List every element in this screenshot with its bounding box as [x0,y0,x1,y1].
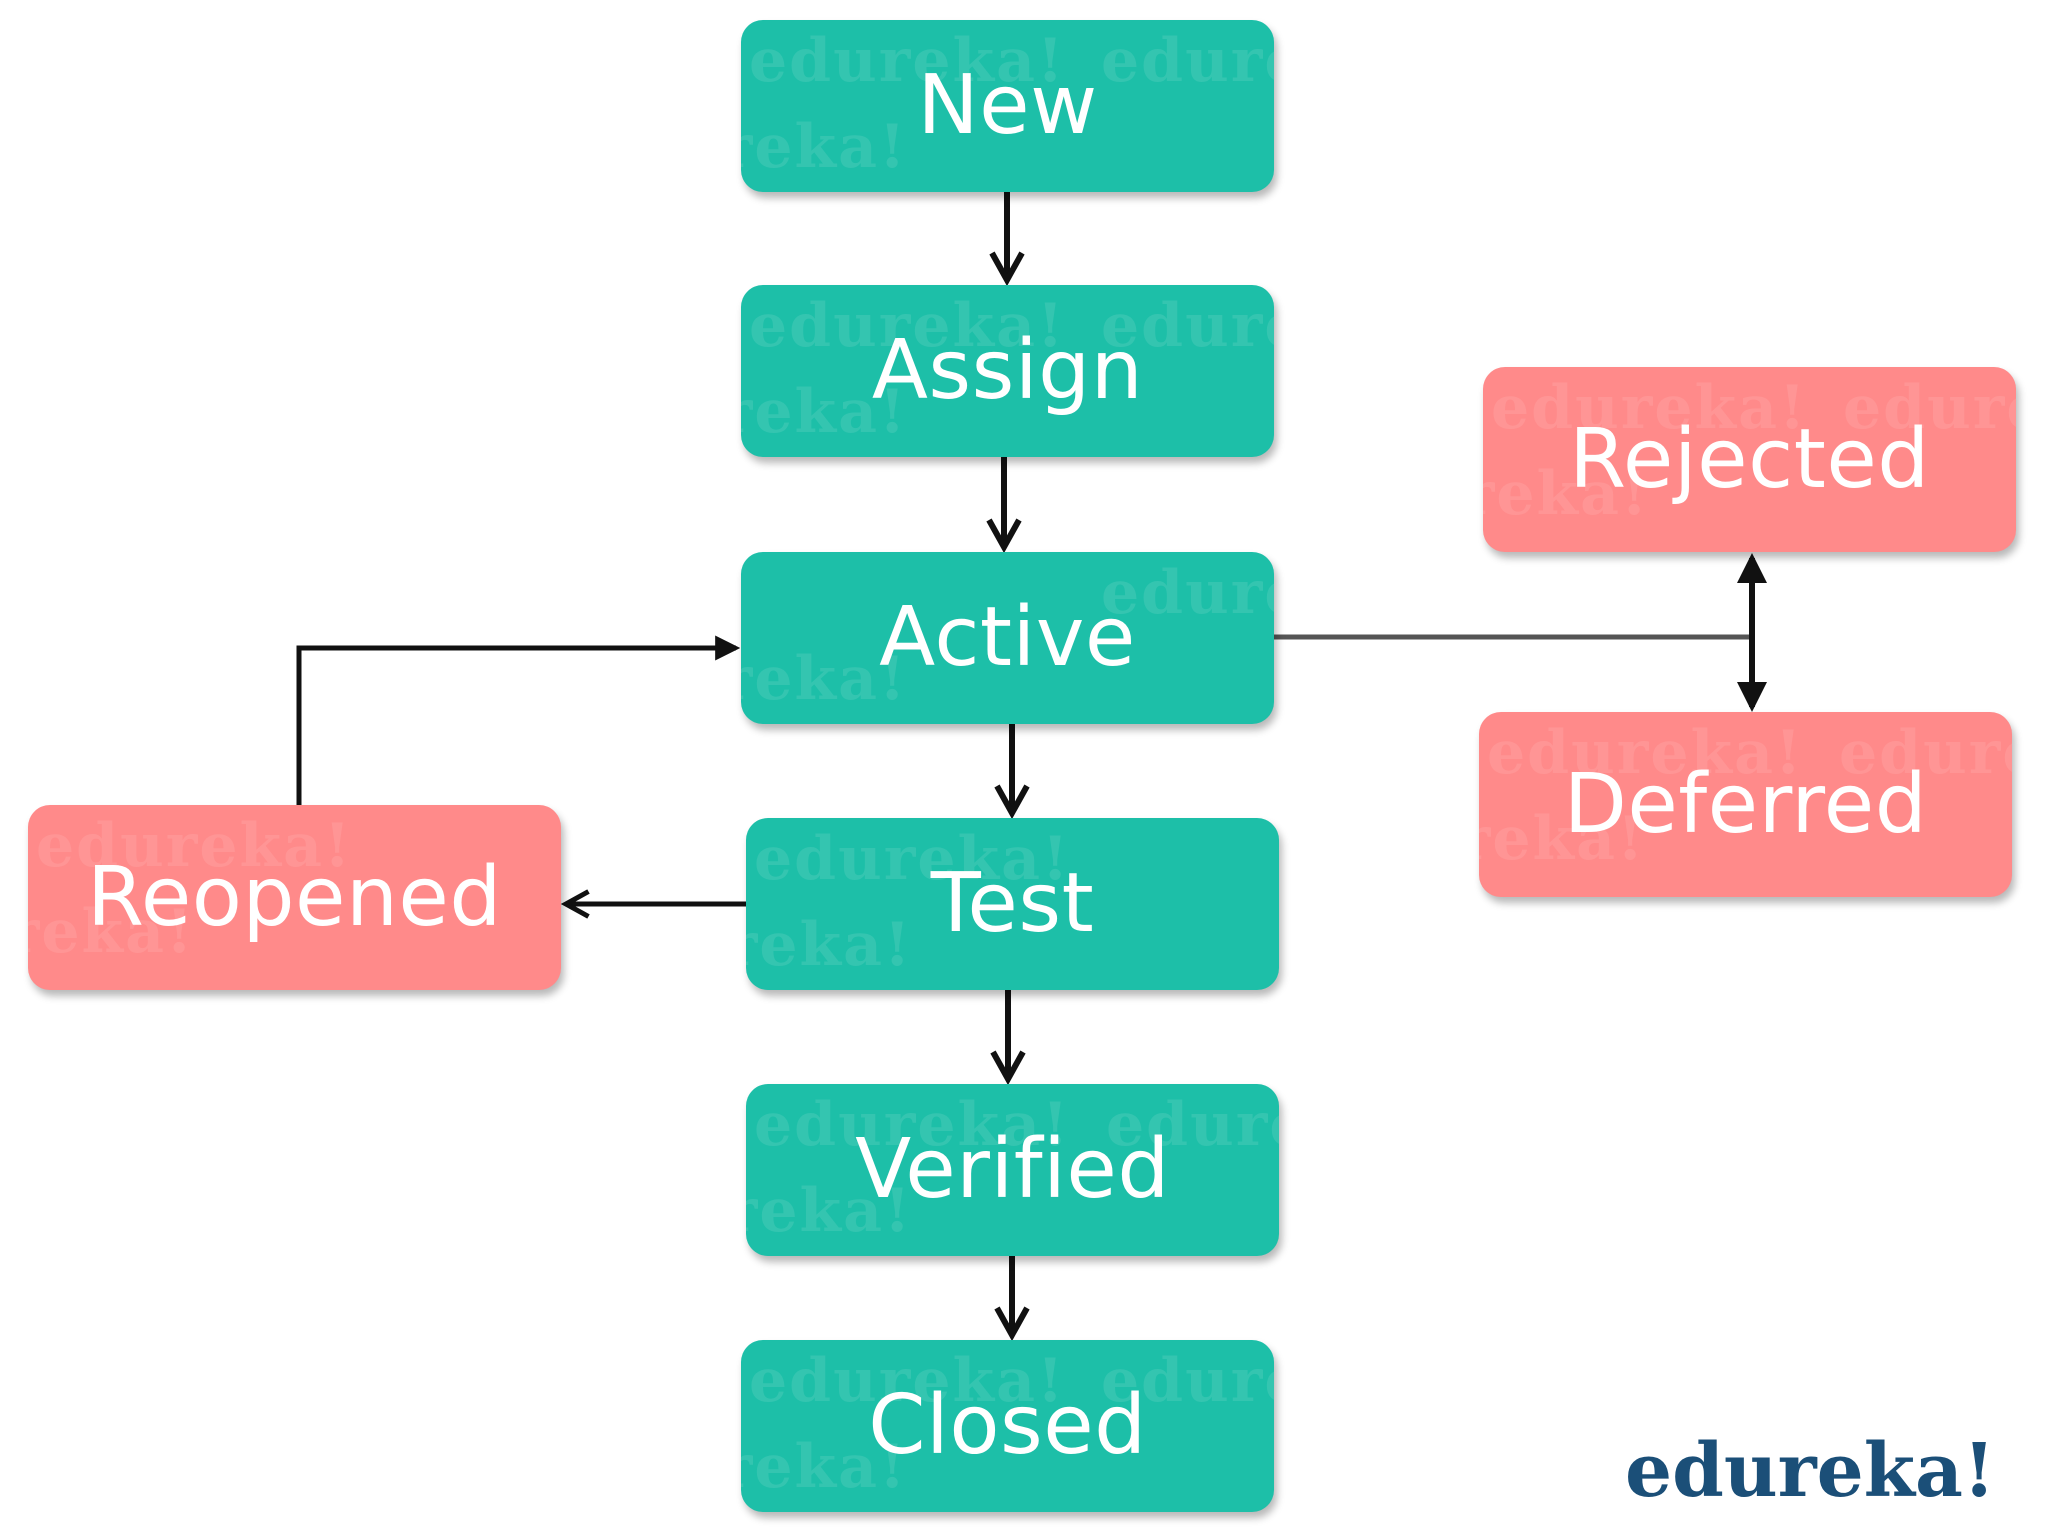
state-label-rejected: Rejected [1569,411,1930,507]
state-new: edureka! edureka! edureka! New [741,20,1274,192]
state-assign: edureka! edureka! edureka! Assign [741,285,1274,457]
state-label-closed: Closed [868,1378,1147,1473]
watermark-text: edureka! [741,112,908,182]
state-label-test: Test [930,856,1095,951]
state-test: edureka! edureka! Test [746,818,1279,990]
state-label-verified: Verified [855,1122,1170,1217]
state-deferred: edureka! edureka! edureka! Deferred [1479,712,2012,897]
state-rejected: edureka! edureka! edureka! Rejected [1483,367,2016,552]
state-label-active: Active [879,590,1136,685]
state-label-new: New [917,58,1098,153]
state-verified: edureka! edureka! edureka! Verified [746,1084,1279,1256]
state-closed: edureka! edureka! edureka! Closed [741,1340,1274,1512]
state-label-deferred: Deferred [1563,756,1928,852]
edge-reopened-active [296,635,741,805]
watermark-text: edureka! [1101,26,1274,96]
state-active: edureka! edureka! Active [741,552,1274,724]
watermark-text: edureka! [746,910,913,980]
edureka-logo: edureka! [1625,1428,1996,1514]
state-reopened: edureka! edureka! Reopened [28,805,561,990]
state-label-reopened: Reopened [87,849,502,945]
state-label-assign: Assign [871,323,1144,418]
